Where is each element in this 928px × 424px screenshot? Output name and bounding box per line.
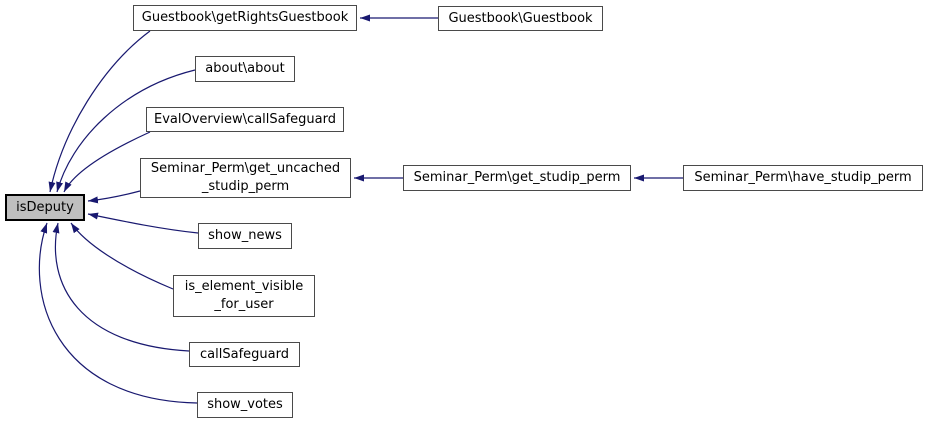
node-callsafeguard[interactable]: callSafeguard: [189, 342, 300, 367]
node-is-element-visible-for-user[interactable]: is_element_visible _for_user: [173, 275, 315, 317]
node-evaloverview-callsafeguard[interactable]: EvalOverview\callSafeguard: [146, 107, 344, 132]
node-guestbook-getrightsguestbook[interactable]: Guestbook\getRightsGuestbook: [133, 5, 357, 31]
node-isdeputy: isDeputy: [5, 194, 85, 221]
edge-show-votes-to-isdeputy: [38, 222, 198, 404]
edge-get-uncached-studip-perm-to-isdeputy: [87, 190, 141, 204]
edge-about-to-isdeputy: [56, 69, 196, 193]
edge-evaloverview-callsafeguard-to-isdeputy: [63, 131, 151, 193]
node-about-about[interactable]: about\about: [195, 56, 295, 82]
node-seminar-perm-get-uncached-studip-perm[interactable]: Seminar_Perm\get_uncached _studip_perm: [140, 158, 351, 198]
edge-callsafeguard-to-isdeputy: [52, 222, 190, 352]
node-seminar-perm-have-studip-perm[interactable]: Seminar_Perm\have_studip_perm: [683, 165, 923, 191]
edge-getrightsguestbook-to-isdeputy: [48, 30, 151, 193]
node-guestbook-guestbook[interactable]: Guestbook\Guestbook: [438, 6, 603, 31]
edge-show-news-to-isdeputy: [87, 212, 199, 234]
edge-is-element-visible-for-user-to-isdeputy: [70, 222, 174, 290]
node-show-news[interactable]: show_news: [198, 223, 292, 249]
node-show-votes[interactable]: show_votes: [197, 392, 293, 418]
node-seminar-perm-get-studip-perm[interactable]: Seminar_Perm\get_studip_perm: [403, 165, 631, 191]
